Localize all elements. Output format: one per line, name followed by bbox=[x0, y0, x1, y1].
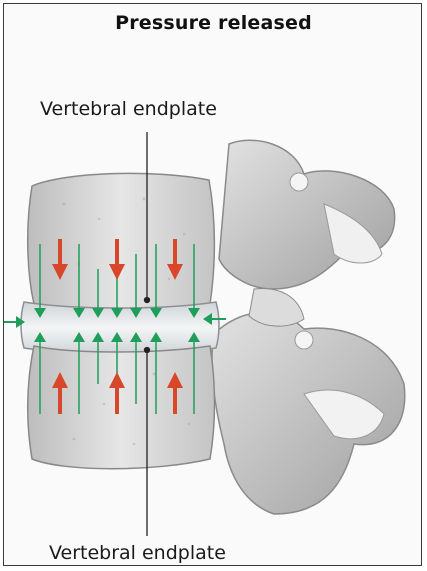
posterior-processes bbox=[212, 140, 405, 514]
figure-frame: Pressure released bbox=[3, 3, 422, 566]
endplate-label-bottom: Vertebral endplate bbox=[49, 542, 226, 564]
lower-vertebral-body bbox=[28, 346, 215, 469]
endplate-label-top: Vertebral endplate bbox=[40, 98, 217, 120]
vertebra-illustration bbox=[4, 4, 422, 566]
upper-vertebral-body bbox=[28, 173, 215, 310]
